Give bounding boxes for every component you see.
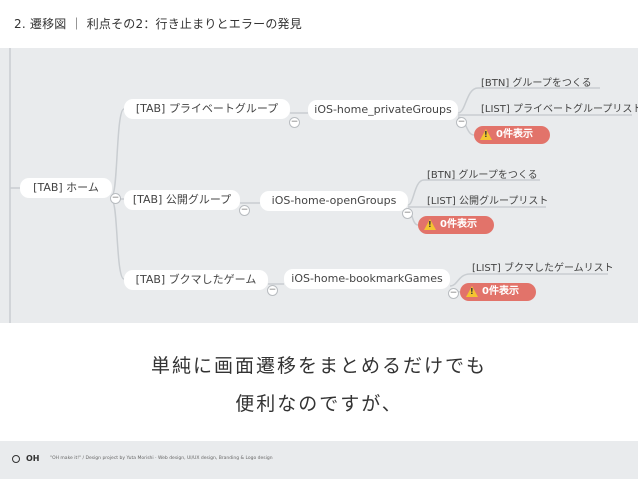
screen-node-bookmark[interactable]: iOS-home-bookmarkGames — [284, 269, 450, 289]
tab-node-bookmark[interactable]: [TAB] ブクマしたゲーム — [124, 270, 268, 290]
collapse-toggle-open-screen[interactable]: − — [402, 208, 413, 219]
collapse-toggle-bookmark[interactable]: − — [267, 285, 278, 296]
warning-icon — [480, 129, 492, 140]
warning-icon — [466, 286, 478, 297]
footer-credits: "OH make it!" / Design project by Yuta M… — [50, 456, 273, 461]
leaf-private-group-list[interactable]: [LIST] プライベートグループリスト — [481, 104, 638, 115]
collapse-toggle-private[interactable]: − — [289, 117, 300, 128]
caption-line-1: 単純に画面遷移をまとめるだけでも — [150, 355, 487, 377]
warning-icon — [424, 219, 436, 230]
warning-badge-open[interactable]: 0件表示 — [418, 216, 494, 234]
private-to-btn — [457, 87, 600, 114]
mindmap-canvas: [TAB] ホーム − [TAB] プライベートグループ − [TAB] 公開グ… — [0, 48, 638, 323]
leaf-private-create-group-button[interactable]: [BTN] グループをつくる — [481, 78, 592, 89]
root-to-bookmark — [111, 200, 125, 280]
screen-node-private[interactable]: iOS-home_privateGroups — [308, 100, 458, 120]
root-to-private — [111, 108, 125, 196]
leaf-open-group-list[interactable]: [LIST] 公開グループリスト — [427, 196, 549, 207]
leaf-bookmark-game-list[interactable]: [LIST] ブクマしたゲームリスト — [472, 263, 614, 274]
collapse-toggle-root[interactable]: − — [110, 193, 121, 204]
caption-panel: 単純に画面遷移をまとめるだけでも 便利なのですが、 — [0, 323, 638, 441]
root-node[interactable]: [TAB] ホーム — [20, 178, 112, 198]
tab-node-open[interactable]: [TAB] 公開グループ — [124, 190, 240, 210]
slide-header: 2. 遷移図 ｜ 利点その2：行き止まりとエラーの発見 — [0, 0, 638, 48]
bookmark-to-list — [449, 273, 608, 287]
screen-node-open[interactable]: iOS-home-openGroups — [260, 191, 408, 211]
logo-circle-icon — [12, 454, 20, 463]
warning-label: 0件表示 — [440, 219, 477, 230]
footer-logo: OH — [12, 454, 40, 463]
collapse-toggle-bookmark-screen[interactable]: − — [448, 288, 459, 299]
tab-node-private[interactable]: [TAB] プライベートグループ — [124, 99, 290, 119]
warning-label: 0件表示 — [482, 286, 519, 297]
open-to-btn — [407, 179, 540, 206]
leaf-open-create-group-button[interactable]: [BTN] グループをつくる — [427, 170, 538, 181]
footer-logo-text: OH — [26, 454, 40, 463]
slide-title: 2. 遷移図 ｜ 利点その2：行き止まりとエラーの発見 — [14, 17, 302, 31]
slide-footer: OH "OH make it!" / Design project by Yut… — [0, 441, 638, 479]
warning-label: 0件表示 — [496, 129, 533, 140]
warning-badge-private[interactable]: 0件表示 — [474, 126, 550, 144]
collapse-toggle-open[interactable]: − — [239, 205, 250, 216]
collapse-toggle-private-screen[interactable]: − — [456, 117, 467, 128]
warning-badge-bookmark[interactable]: 0件表示 — [460, 283, 536, 301]
caption-line-2: 便利なのですが、 — [235, 393, 403, 415]
